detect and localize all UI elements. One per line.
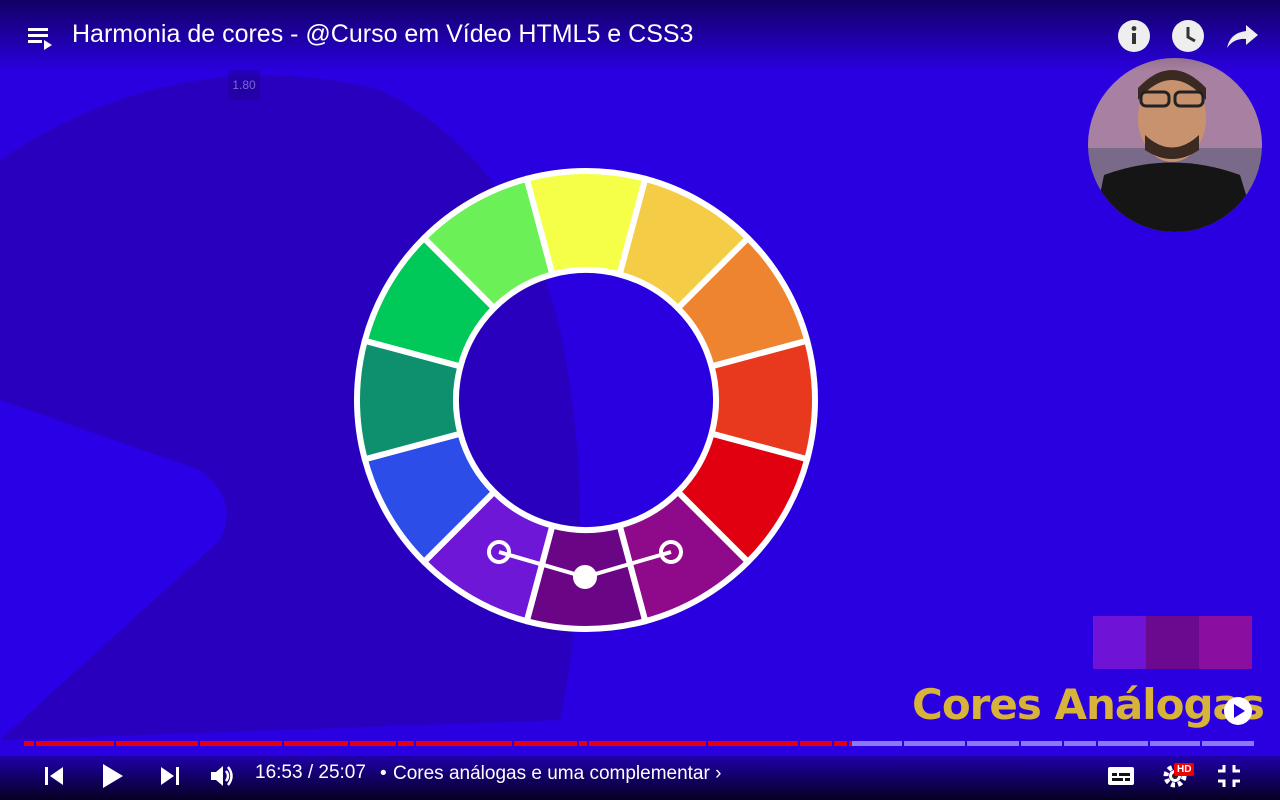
progress-chapter-segment[interactable] <box>1150 741 1200 746</box>
progress-chapter-segment[interactable] <box>904 741 965 746</box>
chapter-label: Cores análogas e uma complementar <box>393 763 710 784</box>
progress-chapter-segment[interactable] <box>200 741 282 746</box>
progress-chapter-segment[interactable] <box>589 741 706 746</box>
info-icon <box>1118 20 1150 52</box>
progress-bar[interactable] <box>24 741 1256 746</box>
play-circle-icon <box>1224 697 1252 725</box>
chapter-separator: • <box>380 763 387 784</box>
analogous-swatches <box>1093 616 1252 669</box>
progress-chapter-segment[interactable] <box>579 741 587 746</box>
playlist-menu-button[interactable] <box>24 22 56 54</box>
wheel-segment <box>421 175 556 312</box>
swatch-1 <box>1093 616 1146 669</box>
exit-fullscreen-button[interactable] <box>1213 760 1245 792</box>
progress-chapter-segment[interactable] <box>350 741 396 746</box>
top-gradient-bar: Harmonia de cores - @Curso em Vídeo HTML… <box>0 0 1280 72</box>
controls-bar <box>0 756 1280 800</box>
progress-chapter-segment[interactable] <box>1202 741 1254 746</box>
color-wheel <box>354 168 818 632</box>
video-title[interactable]: Harmonia de cores - @Curso em Vídeo HTML… <box>72 20 694 48</box>
chapter-button[interactable]: Cores análogas e uma complementar › <box>393 763 721 785</box>
progress-chapter-segment[interactable] <box>416 741 512 746</box>
share-button[interactable] <box>1222 17 1262 55</box>
skip-next-icon <box>161 767 179 785</box>
clock-icon <box>1172 20 1204 52</box>
progress-chapter-segment[interactable] <box>800 741 832 746</box>
progress-chapter-segment[interactable] <box>116 741 198 746</box>
swatch-3 <box>1199 616 1252 669</box>
next-button[interactable] <box>154 760 186 792</box>
previous-button[interactable] <box>38 760 70 792</box>
progress-chapter-segment[interactable] <box>398 741 414 746</box>
progress-chapter-segment[interactable] <box>967 741 1019 746</box>
progress-chapter-segment[interactable] <box>834 741 847 746</box>
analogous-selector <box>487 540 683 589</box>
exit-fullscreen-icon <box>1218 765 1240 787</box>
info-button[interactable] <box>1115 17 1153 55</box>
swatch-2 <box>1146 616 1199 669</box>
hd-badge: HD <box>1174 763 1195 776</box>
skip-previous-icon <box>45 767 63 785</box>
progress-chapter-segment[interactable] <box>514 741 577 746</box>
progress-chapter-segment[interactable] <box>1098 741 1148 746</box>
selector-handle-left <box>487 540 511 564</box>
progress-chapter-segment[interactable] <box>36 741 114 746</box>
watch-later-button[interactable] <box>1169 17 1207 55</box>
progress-chapter-segment[interactable] <box>1064 741 1096 746</box>
play-icon <box>103 764 123 788</box>
progress-chapter-segment[interactable] <box>284 741 348 746</box>
subtitles-icon <box>1108 767 1134 785</box>
chevron-right-icon: › <box>715 763 722 784</box>
progress-chapter-segment[interactable] <box>24 741 34 746</box>
time-display: 16:53 / 25:07 <box>255 762 366 783</box>
progress-chapter-segment[interactable] <box>1021 741 1062 746</box>
selector-handle-right <box>659 540 683 564</box>
volume-icon <box>211 766 233 786</box>
speed-badge: 1.80 <box>228 70 260 100</box>
progress-chapter-segment[interactable] <box>708 741 798 746</box>
progress-chapter-segment[interactable] <box>849 741 852 746</box>
volume-button[interactable] <box>206 760 238 792</box>
playlist-menu-icon <box>28 28 52 50</box>
share-arrow-icon <box>1227 25 1258 48</box>
next-overlay-button[interactable] <box>1220 693 1256 729</box>
overlay-heading: Cores Análogas <box>912 680 1265 729</box>
progress-chapter-segment[interactable] <box>852 741 902 746</box>
play-button[interactable] <box>95 758 129 794</box>
video-bg-triangle <box>0 400 227 740</box>
selector-handle-center <box>573 565 597 589</box>
captions-button[interactable] <box>1104 760 1138 792</box>
